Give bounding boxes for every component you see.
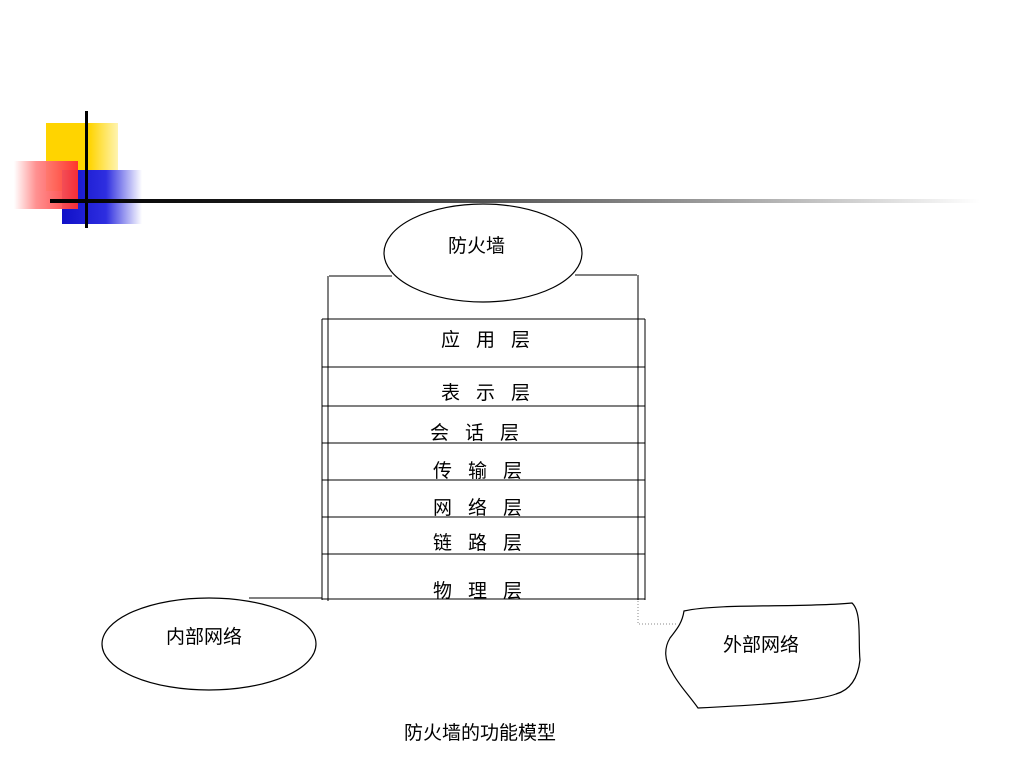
layer-physical: 物 理 层 bbox=[432, 580, 528, 602]
layer-application: 应 用 层 bbox=[440, 329, 536, 351]
layer-data-link: 链 路 层 bbox=[432, 532, 528, 554]
external-network-connector bbox=[637, 601, 676, 625]
internal-network-ellipse bbox=[101, 597, 317, 691]
firewall-label: 防火墙 bbox=[448, 235, 506, 257]
layer-presentation: 表 示 层 bbox=[440, 382, 536, 404]
diagram-caption: 防火墙的功能模型 bbox=[404, 722, 557, 744]
layer-network: 网 络 层 bbox=[432, 497, 528, 519]
title-underline-rule bbox=[50, 199, 980, 203]
external-network-shape bbox=[665, 602, 861, 709]
external-network-label: 外部网络 bbox=[723, 634, 800, 656]
firewall-ellipse bbox=[383, 203, 583, 303]
layer-transport: 传 输 层 bbox=[432, 460, 528, 482]
internal-network-label: 内部网络 bbox=[166, 626, 243, 648]
vertical-rule bbox=[85, 111, 88, 228]
layer-session: 会 话 层 bbox=[429, 422, 525, 444]
